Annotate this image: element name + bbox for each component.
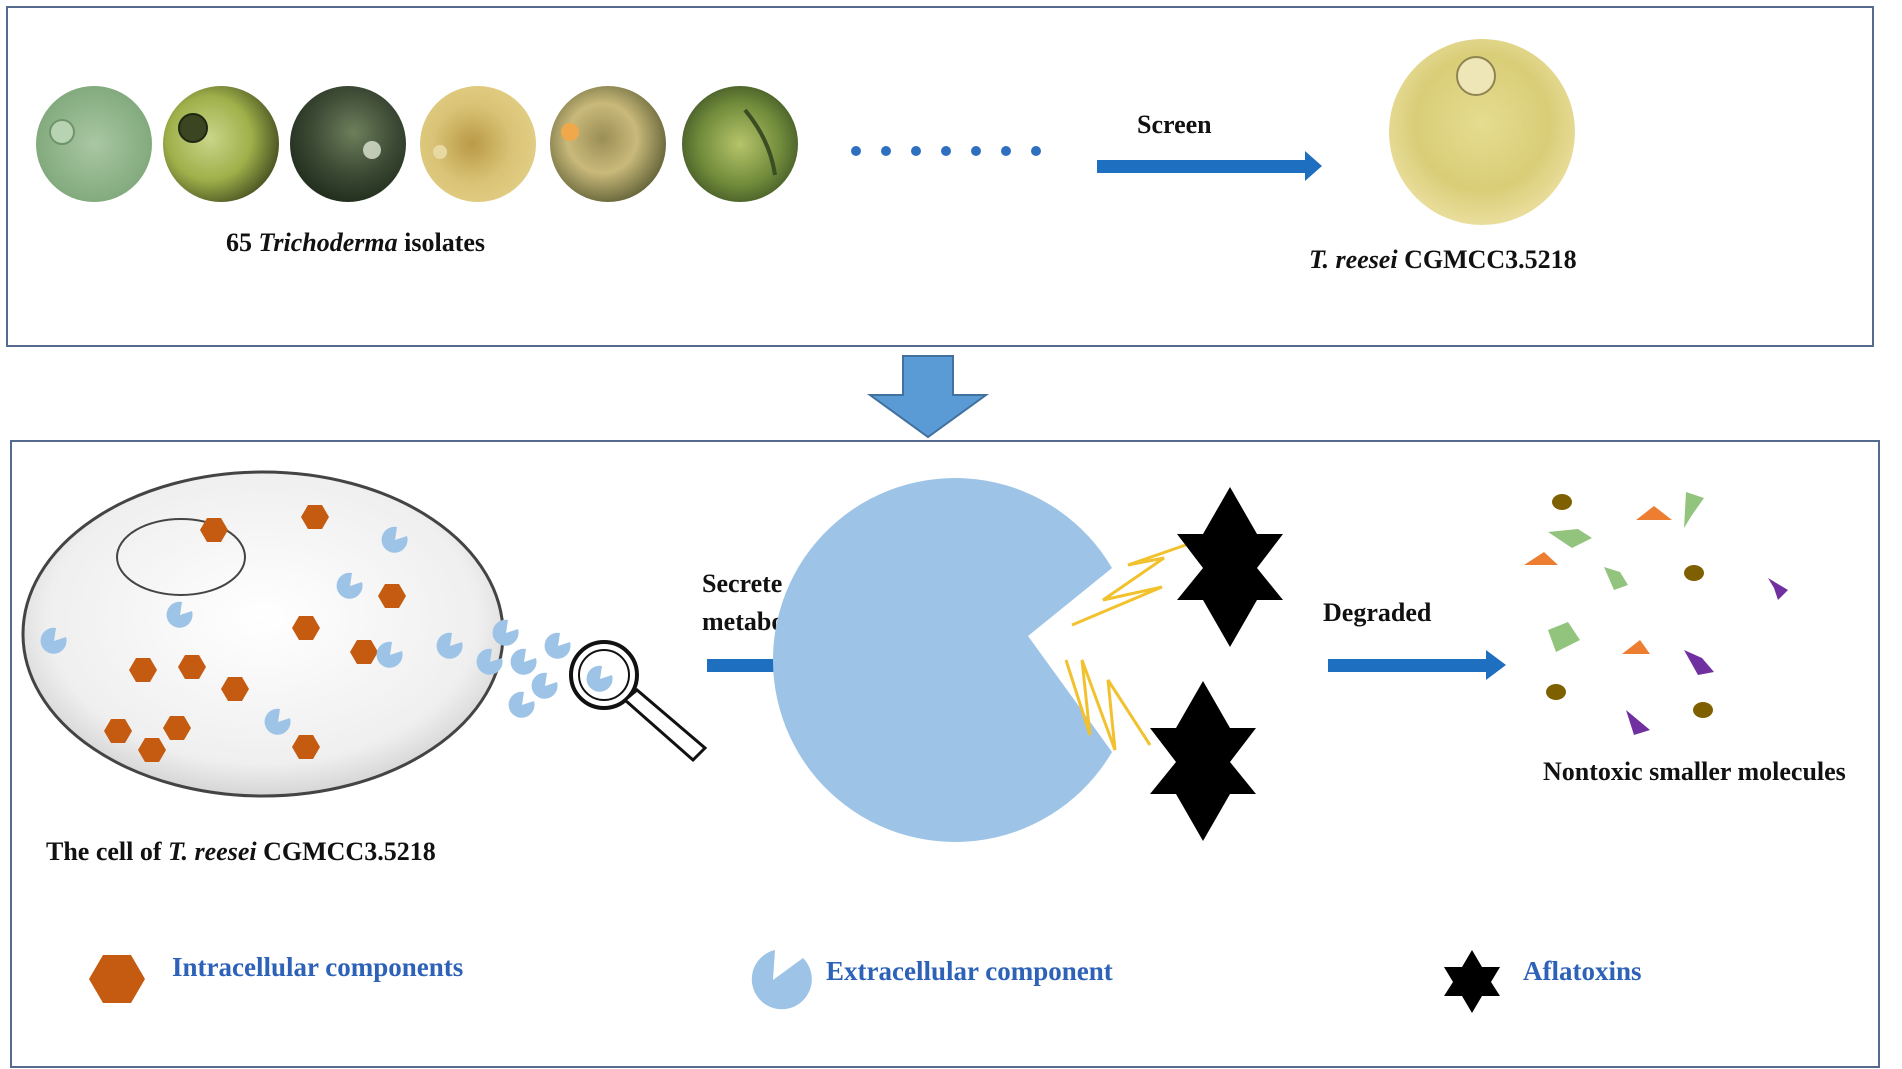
degraded-arrow xyxy=(1328,650,1506,680)
pacman-icon xyxy=(508,691,535,718)
aflatoxin-star-icon xyxy=(1150,681,1256,841)
hexagon-icon xyxy=(292,616,320,640)
pacman-icon xyxy=(376,641,403,668)
hexagon-icon xyxy=(89,955,145,1003)
isolate-plate-1 xyxy=(36,86,152,202)
isolate-plate-4 xyxy=(420,86,536,202)
cell xyxy=(21,470,505,798)
pacman-icon xyxy=(166,601,193,628)
legend-extracellular: Extracellular component xyxy=(826,956,1113,986)
pacman-icon xyxy=(476,648,503,675)
pacman-icon xyxy=(531,672,558,699)
isolate-plate-6 xyxy=(682,86,798,202)
hexagon-icon xyxy=(200,518,228,542)
pacman-icon xyxy=(510,648,537,675)
aflatoxin-star-icon xyxy=(1444,950,1500,1013)
isolates-label: 65 Trichoderma isolates xyxy=(226,228,485,257)
hexagon-icon xyxy=(292,735,320,759)
hexagon-icon xyxy=(301,505,329,529)
pacman-icon xyxy=(751,950,812,1010)
bottom-panel-border xyxy=(10,440,1880,1068)
pacman-icon xyxy=(336,572,363,599)
hexagon-icon xyxy=(178,655,206,679)
screen-label: Screen xyxy=(1137,110,1212,139)
extracellular-components xyxy=(40,526,571,735)
hexagon-icon xyxy=(163,716,191,740)
magnifier-icon xyxy=(569,640,708,763)
pacman-icon xyxy=(381,526,408,553)
intracellular-components xyxy=(104,505,406,762)
hexagon-icon xyxy=(138,738,166,762)
selected-plate xyxy=(1389,39,1575,225)
hexagon-icon xyxy=(104,719,132,743)
big-pacman xyxy=(772,478,1112,842)
hexagon-icon xyxy=(350,640,378,664)
selected-strain-label: T. reesei CGMCC3.5218 xyxy=(1309,245,1577,274)
nucleus xyxy=(116,518,246,596)
screen-arrow xyxy=(1097,151,1322,181)
hexagon-icon xyxy=(221,677,249,701)
pacman-icon xyxy=(436,632,463,659)
pacman-icon xyxy=(492,619,519,646)
legend-aflatoxins: Aflatoxins xyxy=(1523,956,1642,986)
aflatoxin-stars xyxy=(1150,487,1283,841)
ellipsis-dots xyxy=(851,146,1041,156)
isolate-plates xyxy=(36,86,798,202)
nontoxic-molecules xyxy=(1524,492,1788,735)
isolate-plate-5 xyxy=(550,86,666,202)
cell-label: The cell of T. reesei CGMCC3.5218 xyxy=(46,837,436,866)
legend: Intracellular components Extracellular c… xyxy=(89,950,1642,1013)
degraded-label: Degraded xyxy=(1323,598,1432,627)
isolate-plate-3 xyxy=(290,86,406,202)
legend-intracellular: Intracellular components xyxy=(172,952,463,982)
pacman-icon xyxy=(40,627,67,654)
down-arrow xyxy=(866,355,990,439)
pacman-icon xyxy=(544,632,571,659)
hexagon-icon xyxy=(378,584,406,608)
aflatoxin-star-icon xyxy=(1177,487,1283,647)
interaction-bolts xyxy=(1064,538,1201,751)
products-label: Nontoxic smaller molecules xyxy=(1543,757,1846,786)
hexagon-icon xyxy=(129,658,157,682)
isolate-plate-2 xyxy=(163,86,279,202)
top-panel-border xyxy=(6,6,1874,347)
pacman-icon xyxy=(264,708,291,735)
secrete-label-line1: Secrete xyxy=(702,569,782,598)
